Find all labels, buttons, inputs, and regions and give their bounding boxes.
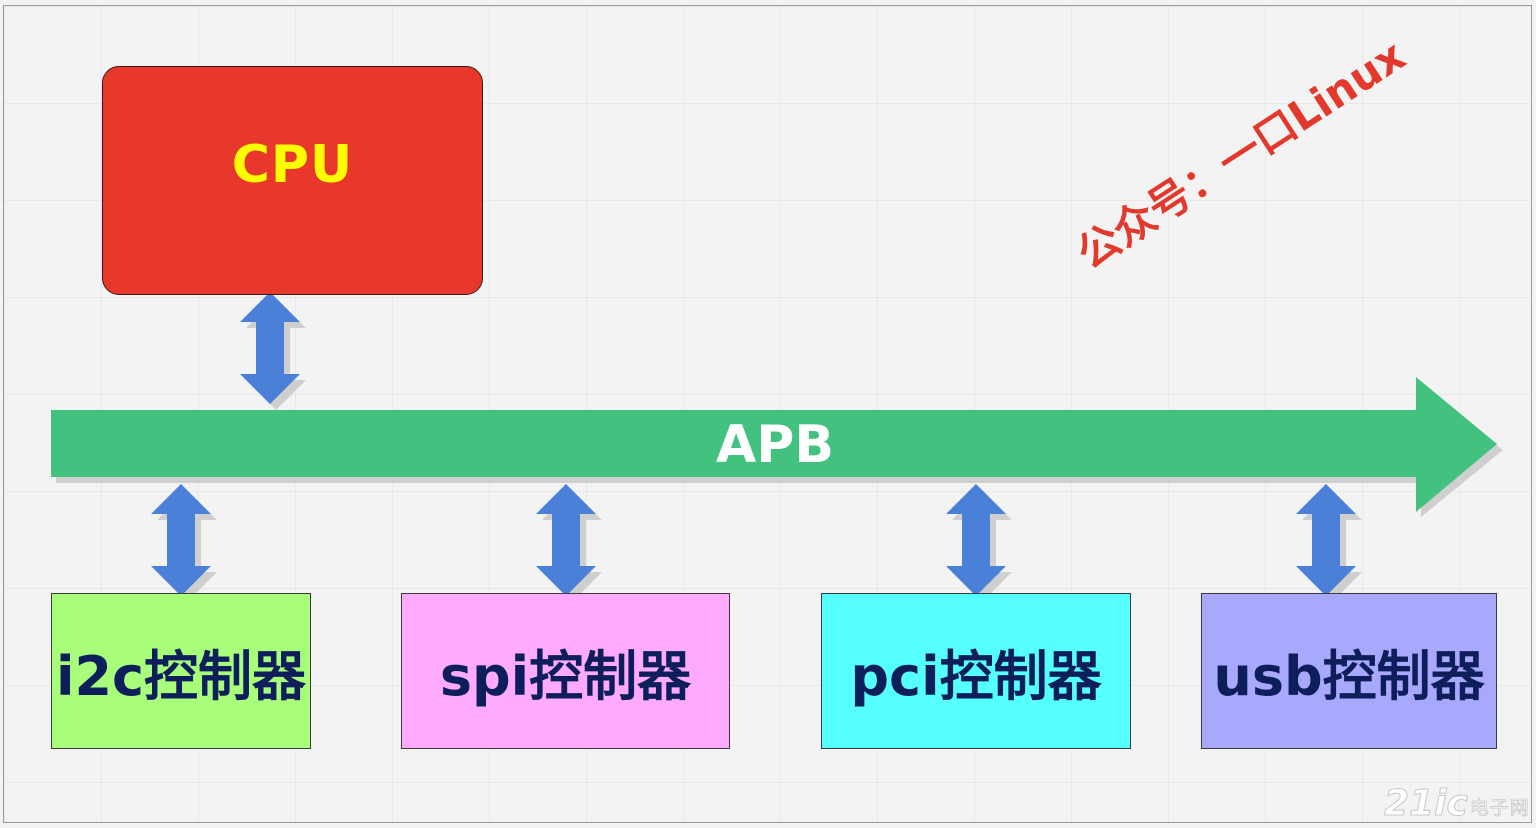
pci-controller-block: pci控制器	[821, 593, 1131, 749]
logo-brand: 21ic	[1384, 783, 1469, 824]
pci-controller-label: pci控制器	[850, 644, 1102, 708]
logo-text: 电子网	[1469, 797, 1530, 820]
usb-controller-label: usb控制器	[1213, 644, 1485, 708]
i2c-controller-block: i2c控制器	[51, 593, 311, 749]
i2c-controller-label: i2c控制器	[55, 644, 307, 708]
apb-bus-label: APB	[716, 415, 834, 475]
bus-arrow	[51, 377, 1497, 512]
usb-link-arrow	[1296, 484, 1362, 602]
site-logo: 21ic 电子网	[1384, 783, 1530, 823]
pci-link-arrow	[946, 484, 1012, 602]
cpu-block: CPU	[102, 66, 483, 295]
cpu-label: CPU	[231, 134, 354, 195]
i2c-link-arrow	[151, 484, 217, 602]
cpu-bus-link-arrow	[240, 292, 306, 410]
spi-controller-label: spi控制器	[439, 644, 692, 708]
spi-controller-block: spi控制器	[401, 593, 730, 749]
usb-controller-block: usb控制器	[1201, 593, 1497, 749]
spi-link-arrow	[536, 484, 602, 602]
